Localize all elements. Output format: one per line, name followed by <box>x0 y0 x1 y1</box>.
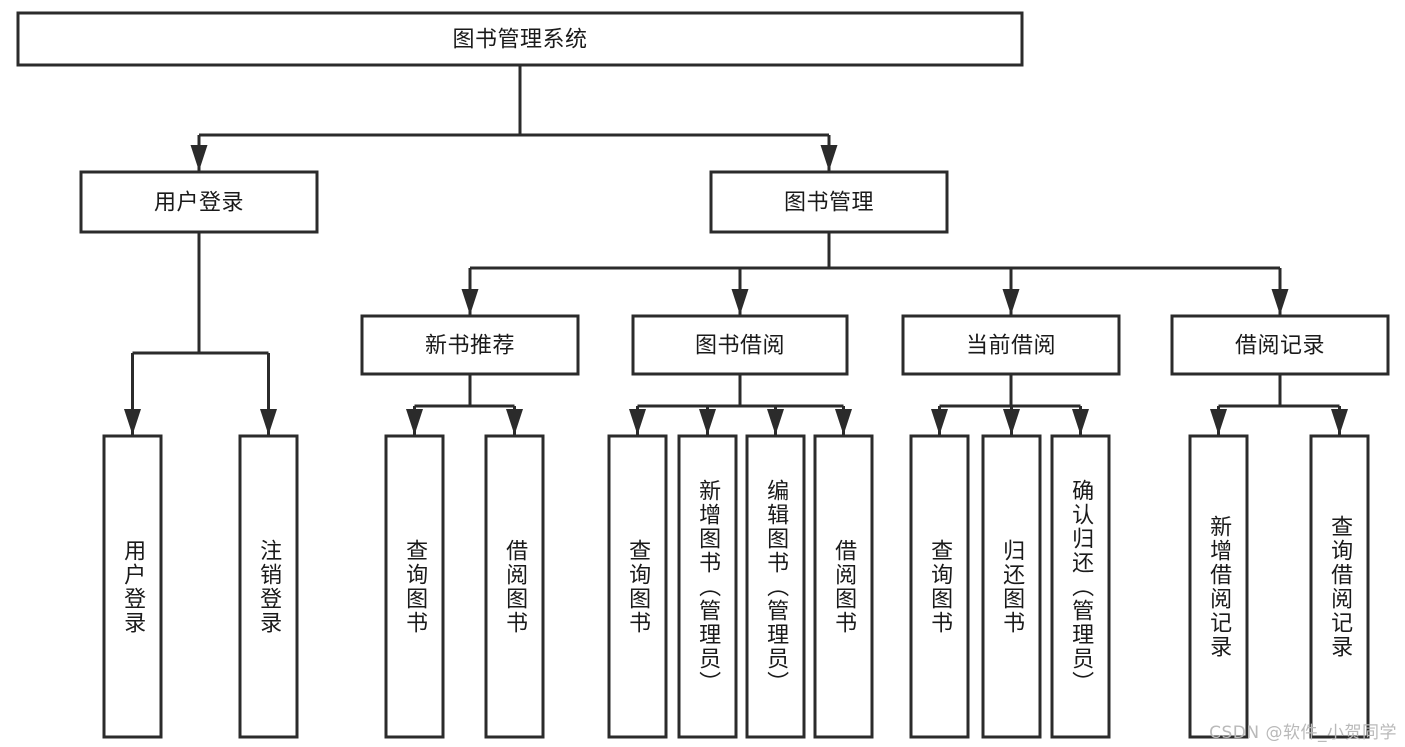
node-leaf-leaf-query-book-borrow[interactable] <box>607 434 668 739</box>
book-borrow-leaves-arrow-icon-1 <box>699 409 716 435</box>
book-borrow-leaves-arrow-icon-0 <box>629 409 646 435</box>
root-arrow-icon-1 <box>820 145 838 171</box>
book-management-arrow-icon-0 <box>461 289 479 315</box>
book-management-arrow-icon-1 <box>731 289 749 315</box>
connectors-layer <box>124 65 1348 435</box>
current-borrow-leaves-arrow-icon-2 <box>1072 409 1089 435</box>
current-borrow-leaves-arrow-icon-1 <box>1003 409 1020 435</box>
node-leaf-leaf-query-book-current[interactable] <box>909 434 970 739</box>
book-management-arrow-icon-3 <box>1271 289 1289 315</box>
node-leaf-leaf-query-book-recommend[interactable] <box>384 434 445 739</box>
node-leaf-leaf-return-book[interactable] <box>981 434 1042 739</box>
node-leaf-leaf-user-login[interactable] <box>102 434 163 739</box>
node-leaf-leaf-add-book-admin[interactable] <box>677 434 738 739</box>
borrow-record-leaves-arrow-icon-0 <box>1210 409 1227 435</box>
node-leaf-leaf-add-borrow-record[interactable] <box>1188 434 1249 739</box>
boxes-layer <box>16 11 1390 739</box>
node-label-new-book-recommend: 新书推荐 <box>425 334 515 359</box>
node-leaf-leaf-borrow-book-recommend[interactable] <box>484 434 545 739</box>
node-level3-current-borrow[interactable] <box>901 314 1121 376</box>
node-label-book-management: 图书管理 <box>784 191 874 216</box>
root-arrow-icon-0 <box>190 145 208 171</box>
book-borrow-leaves-arrow-icon-2 <box>767 409 784 435</box>
node-level3-new-book-recommend[interactable] <box>360 314 580 376</box>
new-book-recommend-leaves-arrow-icon-0 <box>406 409 423 435</box>
node-label-user-login: 用户登录 <box>154 191 244 216</box>
node-label-root: 图书管理系统 <box>452 28 587 53</box>
new-book-recommend-leaves-arrow-icon-1 <box>506 409 523 435</box>
user-login-leaves-arrow-icon-1 <box>260 409 277 435</box>
node-label-borrow-record: 借阅记录 <box>1235 334 1325 359</box>
node-level2-book-management[interactable] <box>709 170 949 234</box>
book-borrow-leaves-arrow-icon-3 <box>835 409 852 435</box>
node-leaf-leaf-query-borrow-record[interactable] <box>1309 434 1370 739</box>
node-leaf-leaf-edit-book-admin[interactable] <box>745 434 806 739</box>
node-leaf-leaf-confirm-return-admin[interactable] <box>1050 434 1111 739</box>
node-label-current-borrow: 当前借阅 <box>966 334 1056 359</box>
node-label-book-borrow: 图书借阅 <box>695 334 785 359</box>
watermark: CSDN @软件_小贺同学 <box>1209 723 1397 743</box>
node-root-root[interactable] <box>16 11 1024 67</box>
node-leaf-leaf-borrow-book[interactable] <box>813 434 874 739</box>
borrow-record-leaves-arrow-icon-1 <box>1331 409 1348 435</box>
node-level2-user-login[interactable] <box>79 170 319 234</box>
book-management-arrow-icon-2 <box>1002 289 1020 315</box>
current-borrow-leaves-arrow-icon-0 <box>931 409 948 435</box>
node-level3-book-borrow[interactable] <box>631 314 849 376</box>
node-leaf-leaf-logout[interactable] <box>238 434 299 739</box>
user-login-leaves-arrow-icon-0 <box>124 409 141 435</box>
node-level3-borrow-record[interactable] <box>1170 314 1390 376</box>
